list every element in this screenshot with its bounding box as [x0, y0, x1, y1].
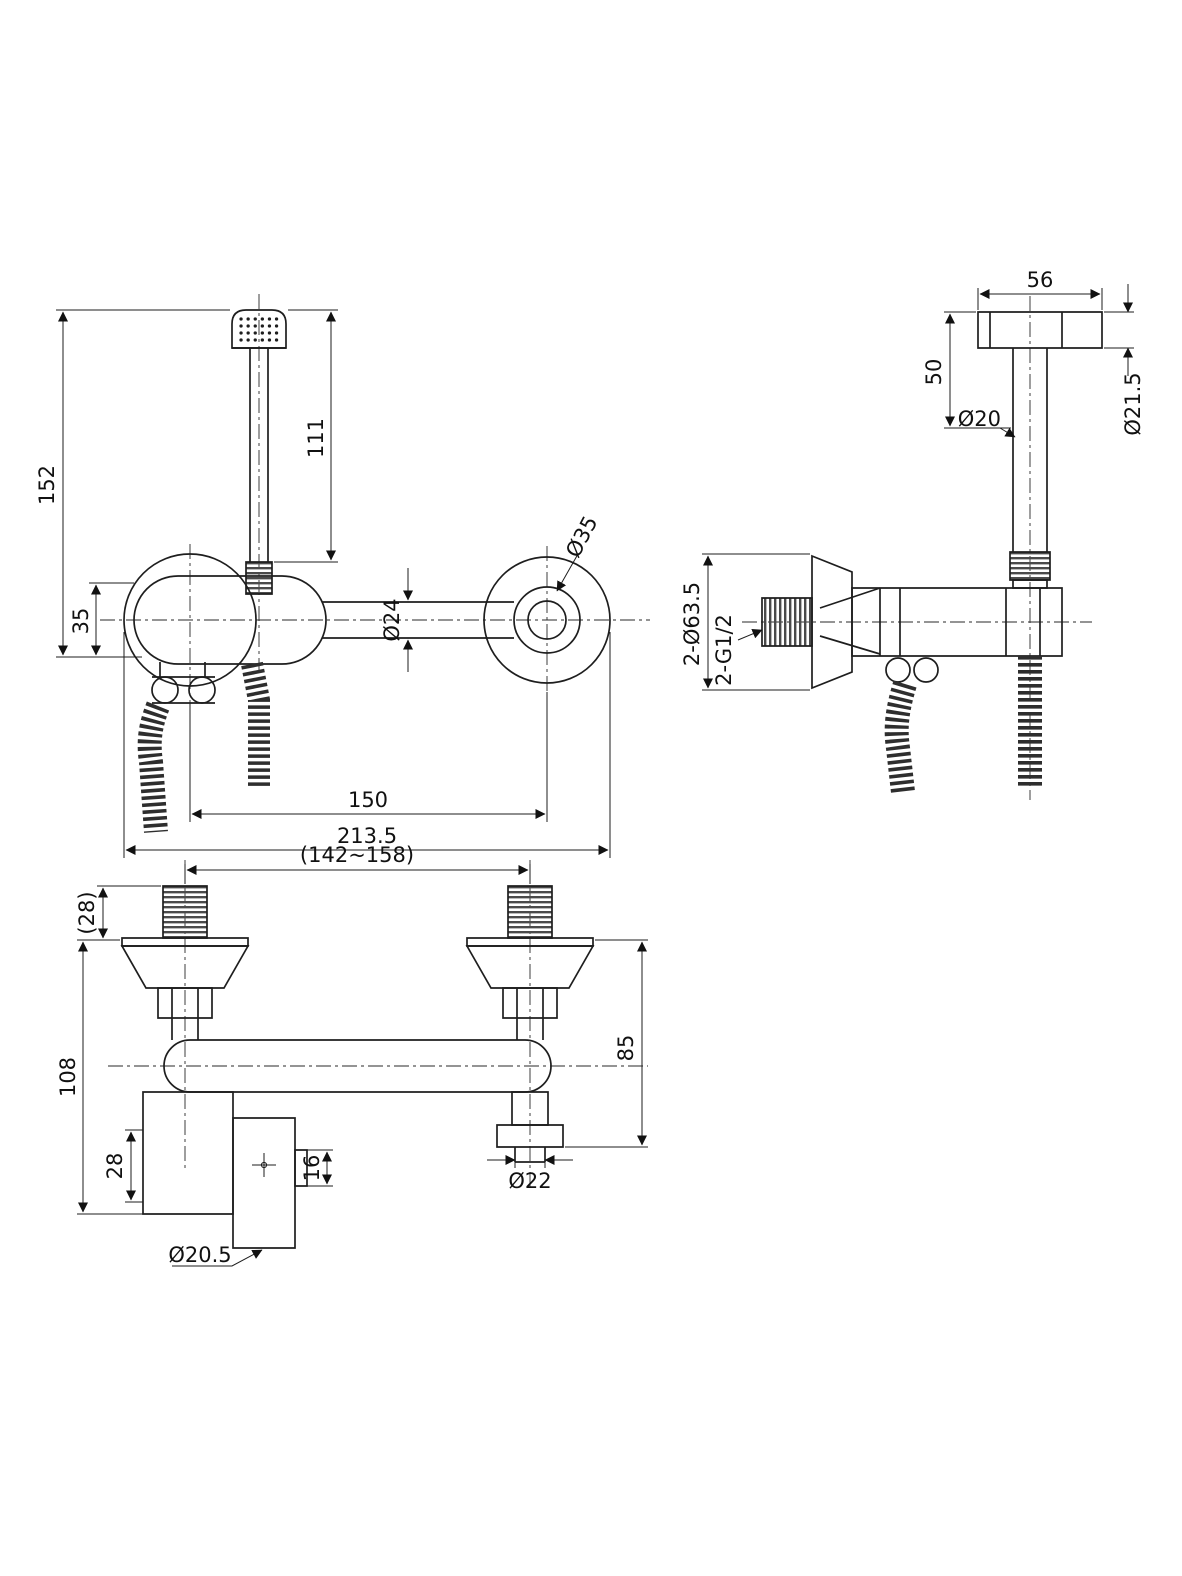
dim-111-label: 111: [304, 418, 328, 458]
dim-2-dia63-5-label: 2-Ø63.5: [680, 582, 704, 666]
dim-150: 150: [189, 692, 548, 822]
dim-213-5: 213.5: [123, 632, 611, 858]
connecting-tube: [322, 601, 514, 639]
dim-range: (142~158): [184, 843, 531, 884]
dim-28: 28: [103, 1129, 143, 1203]
supply-hose: [137, 701, 170, 833]
dim-111: 111: [274, 309, 338, 563]
dim-152-label: 152: [35, 465, 59, 505]
escutcheon-left: [120, 937, 250, 1040]
inlet-valve: [151, 662, 216, 704]
escutcheon-right: [465, 937, 595, 1040]
dim-16-label: 16: [300, 1155, 324, 1182]
dim-28-ref: (28): [75, 885, 161, 939]
dim-152: 152: [35, 309, 230, 658]
sprayer-wand: [245, 348, 273, 595]
dim-108-label: 108: [56, 1057, 80, 1097]
dim-85-label: 85: [614, 1035, 638, 1062]
dim-dia24: Ø24: [380, 568, 413, 672]
dim-50: 50: [922, 311, 1011, 429]
dim-56: 56: [977, 268, 1103, 310]
body-block-left: [142, 1091, 308, 1249]
dim-50-label: 50: [922, 359, 946, 386]
shower-hose: [241, 661, 270, 788]
dim-85: 85: [565, 939, 648, 1148]
front-view: 111 152 35 Ø24 Ø35 150: [35, 294, 650, 858]
outlet-side: [885, 657, 939, 683]
dim-dia20-label: Ø20: [958, 407, 1001, 431]
sprayer-head: [231, 309, 287, 349]
dim-28-label: 28: [103, 1153, 127, 1180]
sprayer-head-side: [977, 311, 1103, 349]
dim-dia20: Ø20: [958, 407, 1016, 438]
dim-dia22-label: Ø22: [508, 1169, 551, 1193]
dim-2-dia63-5: 2-Ø63.5: [680, 553, 810, 691]
dim-150-label: 150: [348, 788, 388, 812]
dim-range-label: (142~158): [300, 843, 414, 867]
dim-108: 108: [56, 939, 143, 1215]
dim-dia20-5-label: Ø20.5: [168, 1243, 231, 1267]
side-view: 56 50 Ø21.5 Ø20 2-Ø63.5 2-G: [680, 268, 1145, 800]
dim-dia22: Ø22: [487, 1149, 573, 1193]
mixer-body-side: [851, 587, 1063, 657]
supply-hose-side: [884, 680, 917, 794]
dim-35: 35: [69, 582, 134, 656]
wall-flange-right: [483, 556, 611, 684]
dim-213-5-label: 213.5: [337, 824, 397, 848]
dim-dia24-label: Ø24: [380, 598, 404, 641]
dim-dia21-5-label: Ø21.5: [1121, 372, 1145, 435]
dim-35-label: 35: [69, 608, 93, 635]
dim-2-g12-label: 2-G1/2: [712, 614, 736, 686]
dim-56-label: 56: [1027, 268, 1054, 292]
dim-dia35-label: Ø35: [561, 512, 603, 561]
bottom-view: (142~158) (28) 108 28 16 Ø2: [56, 843, 648, 1267]
dim-16: 16: [300, 1149, 333, 1187]
dim-28-ref-label: (28): [75, 891, 99, 934]
dim-dia20-5: Ø20.5: [168, 1243, 263, 1267]
dim-2-g12: 2-G1/2: [712, 614, 763, 686]
dim-dia21-5: Ø21.5: [1104, 284, 1145, 436]
